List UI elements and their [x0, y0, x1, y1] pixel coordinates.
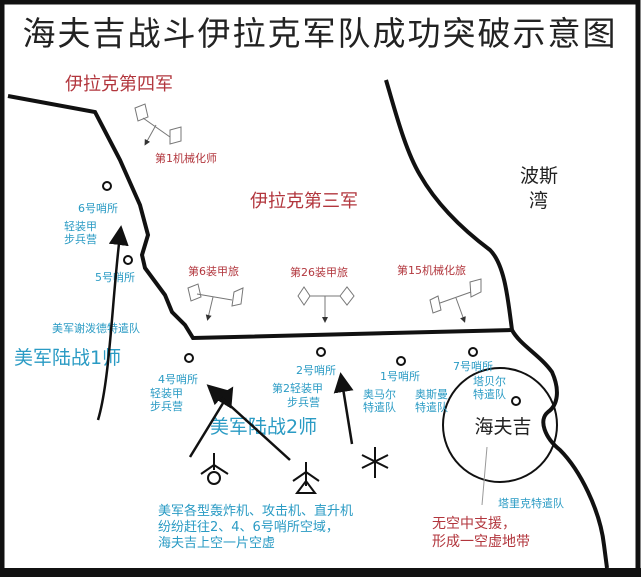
post2-unit-2: 步兵营	[287, 395, 320, 409]
outpost-2-circle	[316, 347, 326, 357]
taber-2: 特遣队	[473, 387, 506, 401]
omar-2: 特遣队	[363, 400, 396, 414]
front-line	[7, 94, 513, 341]
coastline	[384, 79, 609, 569]
frame-bottom	[0, 568, 641, 577]
advance-arrow-3	[206, 384, 291, 461]
note-gap-1: 无空中支援，	[432, 516, 516, 532]
us-div1-label: 美军陆战1师	[14, 347, 121, 369]
iraq-corps3-label: 伊拉克第三军	[250, 191, 358, 212]
post6-label: 6号哨所	[78, 202, 118, 215]
oss-1: 奥斯曼	[415, 387, 448, 401]
note-air-3: 海夫吉上空一片空虚	[158, 536, 275, 551]
post2-unit-1: 第2轻装甲	[272, 381, 323, 395]
us-div2-label: 美军陆战2师	[210, 416, 317, 438]
advance-arrow-1	[96, 225, 129, 421]
aircraft-symbol-1	[200, 453, 229, 485]
post4-label: 4号哨所	[158, 373, 198, 386]
iraq-brig26-label: 第26装甲旅	[290, 265, 348, 279]
outpost-5-circle	[123, 255, 133, 265]
brigade-symbol-brig15	[429, 278, 482, 320]
note-air-1: 美军各型轰炸机、攻击机、直升机	[158, 503, 353, 519]
post4-unit-2: 步兵营	[150, 399, 183, 413]
note-gap-2: 形成一空虚地带	[432, 534, 530, 550]
outposts	[102, 181, 478, 366]
advance-arrow-4	[333, 372, 354, 445]
post6-unit-2: 步兵营	[64, 232, 97, 246]
taber-1: 塔贝尔	[473, 375, 506, 388]
omar-1: 奥马尔	[363, 387, 396, 401]
outpost-circle	[511, 396, 521, 406]
outpost-6-circle	[102, 181, 112, 191]
aircraft-symbol-3	[361, 447, 389, 478]
map-title: 海夫吉战斗伊拉克军队成功突破示意图	[23, 14, 618, 53]
post2-label: 2号哨所	[296, 364, 336, 377]
aircraft-symbol-2	[292, 462, 320, 494]
iraq-brig15-label: 第15机械化旅	[397, 263, 466, 277]
brigade-symbol-div1	[134, 103, 182, 144]
brigade-symbol-brig6	[187, 283, 244, 318]
oss-2: 特遣队	[415, 400, 448, 414]
outpost-4-circle	[184, 353, 194, 363]
city-khafji: 海夫吉	[474, 416, 531, 438]
gulf-label-1: 波斯	[520, 165, 558, 187]
iraq-brig6-label: 第6装甲旅	[188, 264, 239, 278]
note-air-2: 纷纷赶往2、4、6号哨所空域，	[158, 520, 339, 535]
tariq-label: 塔里克特遣队	[498, 496, 564, 510]
advance-arrows	[96, 225, 354, 461]
iraq-corps4-label: 伊拉克第四军	[65, 74, 173, 95]
tariq-leader	[481, 446, 488, 506]
brigade-symbol-brig26	[297, 286, 355, 320]
advance-arrow-2	[188, 386, 234, 458]
post6-unit-1: 轻装甲	[64, 219, 97, 233]
khafji-area-circle	[442, 367, 558, 483]
post1-label: 1号哨所	[380, 370, 420, 383]
post4-unit-1: 轻装甲	[150, 386, 183, 400]
post7-label: 7号哨所	[453, 360, 493, 373]
outpost-1-circle	[396, 356, 406, 366]
iraq-div1-label: 第1机械化师	[155, 151, 217, 165]
outpost-7-circle	[468, 347, 478, 357]
gulf-label-2: 湾	[529, 190, 548, 212]
shepherd-label: 美军谢泼德特遣队	[52, 321, 140, 335]
